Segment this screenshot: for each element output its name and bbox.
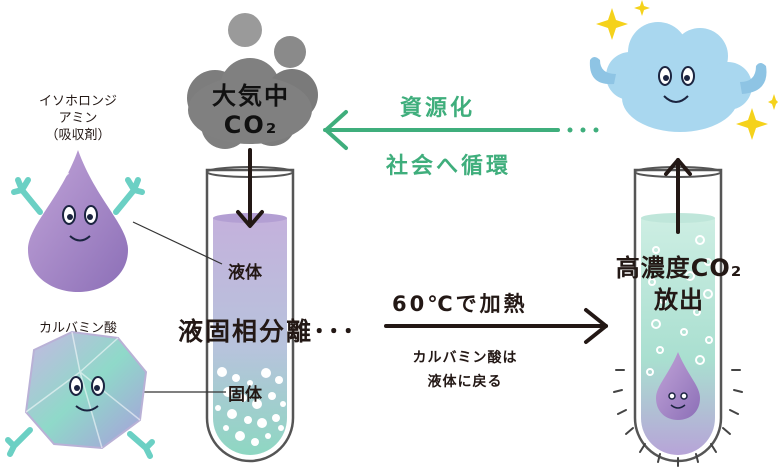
- separation-label: 液固相分離･･･: [178, 317, 357, 346]
- amine-label-line1: イソホロンジ: [38, 94, 117, 109]
- solid-label: 固体: [228, 385, 262, 405]
- input-arrow: [236, 148, 264, 228]
- liquid-return-note: カルバミン酸は 液体に戻る: [390, 346, 540, 394]
- amine-label-line2: アミン: [58, 111, 98, 126]
- release-arrow: [664, 158, 692, 234]
- carbamic-acid-label: カルバミン酸: [38, 321, 117, 336]
- liquid-label: 液体: [228, 263, 262, 283]
- resource-label: 資源化: [400, 96, 476, 121]
- small-droplet-character: [656, 352, 700, 420]
- note-line1: カルバミン酸は: [412, 350, 518, 366]
- atmosphere-line1: 大気中: [212, 82, 290, 110]
- co2-bubbles: [646, 235, 713, 376]
- note-line2: 液体に戻る: [427, 374, 503, 390]
- heat-rays: [613, 369, 743, 467]
- release-label: 高濃度CO₂ 放出: [590, 252, 768, 316]
- release-line1: 高濃度CO₂: [615, 254, 743, 282]
- circulation-label: 社会へ循環: [386, 154, 512, 179]
- amine-label: イソホロンジ アミン （吸収剤）: [16, 93, 140, 144]
- resource-return-arrow: [323, 110, 560, 150]
- heating-arrow: [384, 308, 608, 344]
- green-dots: [567, 127, 599, 133]
- release-line2: 放出: [654, 286, 704, 314]
- atmosphere-line2: CO₂: [223, 111, 279, 139]
- co2-cloud-character: [589, 22, 767, 132]
- pointer-lines: [132, 221, 226, 393]
- heating-label: 60℃で加熱: [392, 292, 528, 316]
- sparkle-icons: [596, 0, 778, 140]
- solid-particles: [215, 367, 286, 446]
- amine-label-line3: （吸収剤）: [45, 128, 111, 143]
- atmosphere-cloud: [187, 13, 318, 149]
- amine-droplet-character: [11, 150, 145, 292]
- atmosphere-label: 大気中 CO₂: [206, 76, 296, 139]
- carbamic-acid-crystal-character: [5, 330, 155, 459]
